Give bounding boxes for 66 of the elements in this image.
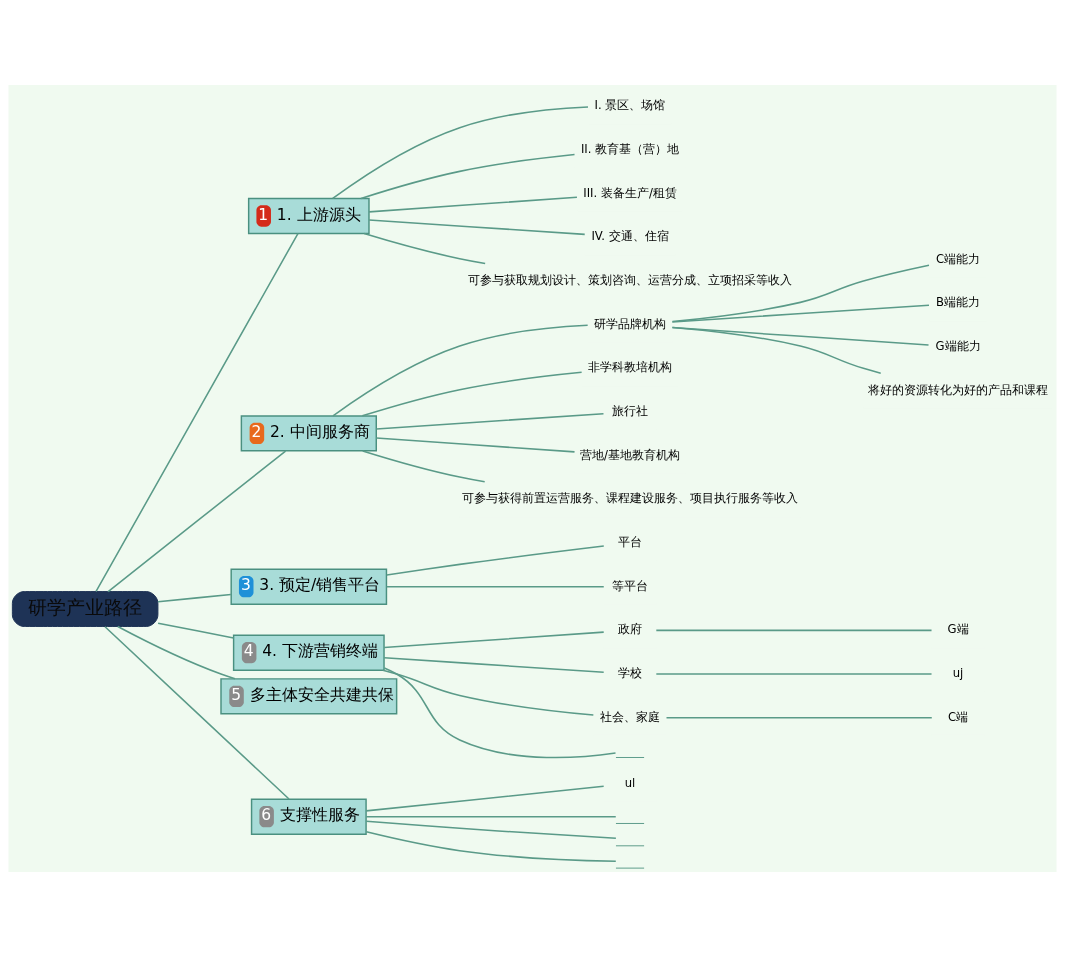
node-text: 等平台 <box>612 578 649 593</box>
connector <box>360 153 576 200</box>
connector <box>671 326 882 374</box>
node-text: C端能力 <box>935 251 981 266</box>
connector <box>331 106 589 200</box>
connector <box>383 631 605 649</box>
node-text: 可参与获得前置运营服务、课程建设服务、项目执行服务等收入 <box>462 491 799 506</box>
connector <box>107 450 287 593</box>
connector <box>365 815 617 818</box>
node-box: 5 多主体安全共建共保 <box>220 678 398 715</box>
connector <box>671 304 930 323</box>
node-line <box>615 867 645 869</box>
connector <box>361 371 583 417</box>
node-text: 政府 <box>618 622 643 637</box>
node-text: ul <box>624 775 636 790</box>
connector <box>117 625 236 680</box>
node-text: 将好的资源转化为好的产品和课程 <box>868 382 1049 397</box>
node-text: G端 <box>947 622 969 637</box>
node-line <box>615 757 645 758</box>
node-line <box>615 845 645 847</box>
node-text: 可参与获取规划设计、策划咨询、运营分成、立项招采等收入 <box>468 273 793 288</box>
connector <box>386 545 605 576</box>
node-text: 学校 <box>618 666 643 681</box>
node-text: III. 装备生产/租赁 <box>583 185 677 200</box>
node-text: 旅行社 <box>612 404 649 419</box>
connector <box>382 669 595 716</box>
node-text: B端能力 <box>936 295 981 310</box>
connector <box>383 656 605 674</box>
connector <box>365 830 617 862</box>
node-text: 营地/基地教育机构 <box>580 447 680 462</box>
connector <box>368 196 578 213</box>
node-box: 研学产业路径 <box>11 591 159 627</box>
node-text: II. 教育基（营）地 <box>580 142 680 157</box>
connector <box>368 219 586 236</box>
connector <box>655 673 933 675</box>
node-text: IV. 交通、住宿 <box>591 229 669 244</box>
connector <box>365 820 617 839</box>
connector <box>157 622 235 639</box>
node-text: 研学品牌机构 <box>594 316 667 331</box>
node-text: uj <box>952 666 964 681</box>
connector <box>671 264 930 323</box>
node-text: 非学科教培机构 <box>588 360 673 375</box>
node-box: 6 支撑性服务 <box>250 798 367 835</box>
connector <box>655 629 933 632</box>
connector <box>363 232 486 265</box>
connector <box>95 232 299 593</box>
connector <box>365 785 605 812</box>
connector <box>383 667 617 759</box>
connector <box>375 437 576 453</box>
connector <box>375 412 605 430</box>
connector <box>385 585 605 588</box>
node-box: 2 2. 中间服务商 <box>240 415 377 452</box>
connector <box>361 450 486 483</box>
connector <box>665 716 933 719</box>
connector <box>332 324 589 417</box>
connector <box>157 593 232 603</box>
node-text: C端 <box>947 709 969 724</box>
node-box: 1 1. 上游源头 <box>247 197 370 235</box>
node-text: G端能力 <box>935 339 981 354</box>
node-text: 社会、家庭 <box>600 709 661 724</box>
node-text: 平台 <box>618 535 643 550</box>
node-box: 4 4. 下游营销终端 <box>232 634 385 671</box>
node-line <box>615 823 645 824</box>
node-box: 3 3. 预定/销售平台 <box>230 568 388 605</box>
connector <box>104 625 290 800</box>
node-text: I. 景区、场馆 <box>594 98 666 113</box>
